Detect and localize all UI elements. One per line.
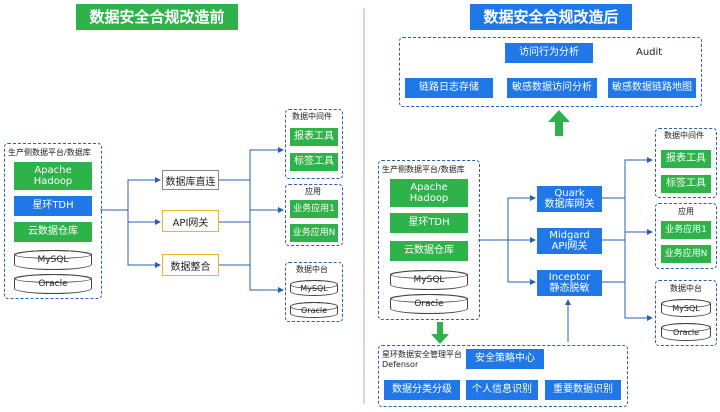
audit-log-storage: 链路日志存储	[405, 78, 493, 98]
after-datacenter-label: 数据中台	[670, 284, 702, 293]
before-source-hadoop: Apache Hadoop	[14, 162, 92, 190]
after-middleware-report: 报表工具	[661, 150, 711, 168]
after-datacenter-mysql: MySQL	[661, 299, 711, 317]
after-source-hadoop: Apache Hadoop	[390, 179, 468, 207]
defensor-pii-detection: 个人信息识别	[466, 380, 538, 400]
before-source-label: 生产侧数据平台/数据库	[8, 148, 91, 157]
after-middleware-tag: 标签工具	[661, 175, 711, 193]
before-middleware-tag: 标签工具	[290, 153, 338, 171]
up-arrow-icon	[548, 110, 570, 136]
before-source-mysql: MySQL	[14, 250, 92, 270]
gateway-midgard: Midgard API网关	[537, 228, 602, 254]
after-app-1: 业务应用1	[661, 221, 711, 239]
before-datacenter-panel	[285, 262, 343, 322]
audit-label: Audit	[636, 47, 663, 58]
defensor-label-cn: 星环数据安全管理平台	[382, 350, 462, 359]
after-source-panel	[378, 160, 480, 320]
before-method-db-direct: 数据库直连	[162, 170, 219, 190]
after-middleware-panel	[655, 128, 717, 198]
before-middleware-label: 数据中间件	[292, 112, 332, 121]
after-apps-label: 应用	[678, 207, 694, 216]
after-app-n: 业务应用N	[661, 245, 711, 263]
before-apps-panel	[285, 184, 343, 246]
defensor-label-en: Defensor	[382, 360, 419, 369]
before-source-cloud-dw: 云数据仓库	[14, 222, 92, 242]
defensor-classification: 数据分类分级	[384, 380, 460, 400]
before-middleware-panel	[285, 109, 343, 179]
before-source-panel	[4, 143, 102, 299]
defensor-important-data: 重要数据识别	[545, 380, 621, 400]
after-middleware-label: 数据中间件	[664, 131, 704, 140]
after-datacenter-panel	[655, 280, 717, 346]
audit-behavior-analysis: 访问行为分析	[505, 43, 593, 63]
before-source-tdh: 星环TDH	[14, 196, 92, 216]
audit-sensitive-access: 敏感数据访问分析	[507, 78, 597, 98]
before-method-data-integration: 数据整合	[162, 254, 219, 276]
after-title: 数据安全合规改造后	[470, 4, 632, 30]
after-source-label: 生产侧数据平台/数据库	[382, 165, 465, 174]
after-source-tdh: 星环TDH	[390, 213, 468, 233]
before-apps-label: 应用	[305, 187, 321, 196]
defensor-panel	[378, 345, 628, 407]
gateway-quark: Quark 数据库网关	[537, 186, 602, 212]
defensor-policy-center: 安全策略中心	[466, 349, 544, 369]
after-source-mysql: MySQL	[390, 270, 468, 290]
before-datacenter-oracle: Oracle	[290, 302, 338, 318]
before-title: 数据安全合规改造前	[76, 4, 238, 30]
before-datacenter-label: 数据中台	[296, 265, 328, 274]
before-source-oracle: Oracle	[14, 274, 92, 294]
before-app-1: 业务应用1	[290, 200, 338, 218]
after-source-cloud-dw: 云数据仓库	[390, 241, 468, 261]
after-datacenter-oracle: Oracle	[661, 323, 711, 341]
down-arrow-icon	[431, 322, 449, 344]
before-middleware-report: 报表工具	[290, 128, 338, 146]
audit-sensitive-map: 敏感数据链路地图	[608, 78, 696, 98]
audit-panel	[399, 37, 702, 107]
before-datacenter-mysql: MySQL	[290, 280, 338, 296]
gateway-inceptor: Inceptor 静态脱敏	[537, 270, 602, 296]
after-source-oracle: Oracle	[390, 294, 468, 314]
before-method-api-gateway: API网关	[162, 210, 219, 232]
before-app-n: 业务应用N	[290, 224, 338, 242]
after-apps-panel	[655, 203, 717, 269]
